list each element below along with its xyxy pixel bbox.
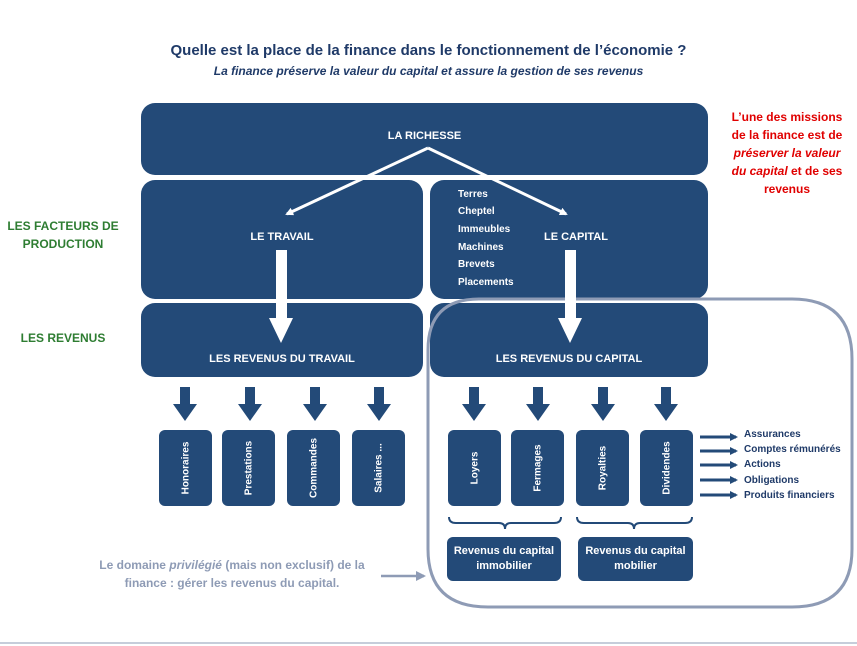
capital-label: LE CAPITAL [544,231,608,243]
category-prestations: Prestations [222,430,275,506]
arrow-down [591,387,615,421]
red-note-line2: de la finance est de [731,128,843,142]
arrow-richesse-capital [427,146,568,216]
arrow-capital-revenus [558,250,582,343]
red-note: L’une des missions de la finance est de … [720,108,854,198]
category-royalties: Royalties [576,430,629,506]
page-subtitle: La finance préserve la valeur du capital… [213,64,644,78]
domain-note: Le domaine privilégié (mais non exclusif… [82,556,382,592]
label-facteurs-line2: PRODUCTION [22,237,104,251]
capital-item: Cheptel [458,206,495,217]
page-title: Quelle est la place de la finance dans l… [170,42,687,59]
brace-immobilier [448,516,562,530]
red-note-line1: L’une des missions [731,110,843,124]
capital-item: Terres [458,189,488,200]
domain-note-italic: privilégié [169,558,222,572]
arrow-down [526,387,550,421]
red-note-line3: préserver la valeur [733,146,841,160]
label-revenus: LES REVENUS [20,331,106,345]
arrow-down [173,387,197,421]
arrow-down [462,387,486,421]
brace-mobilier [576,516,693,530]
richesse-label: LA RICHESSE [387,130,462,142]
red-note-line4-rest: et de ses [787,164,843,178]
mobilier-line1: Revenus du capital [585,545,686,557]
mobilier-line2: mobilier [614,560,657,572]
revenus-travail-label: LES REVENUS DU TRAVAIL [209,353,355,365]
arrows-down [173,387,678,421]
red-note-line5: revenus [763,182,811,196]
box-richesse: LA RICHESSE [141,103,708,175]
domain-note-part1: Le domaine [99,558,170,572]
category-fermages: Fermages [511,430,564,506]
financial-product: Produits financiers [744,490,835,501]
revenus-capital-label: LES REVENUS DU CAPITAL [495,353,643,365]
domain-note-part2: (mais non exclusif) de la [221,558,365,572]
capital-item: Brevets [458,259,495,270]
arrow-down [654,387,678,421]
travail-label: LE TRAVAIL [250,231,314,243]
financial-product: Comptes rémunérés [744,444,841,455]
financial-product: Obligations [744,475,799,486]
arrow-richesse-travail [285,146,429,216]
capital-domain-outline [426,297,854,609]
category-loyers: Loyers [448,430,501,506]
capital-item: Placements [458,277,514,288]
financial-product: Actions [744,459,781,470]
category-dividendes: Dividendes [640,430,693,506]
box-revenus-mobilier: Revenus du capital mobilier [578,537,693,581]
capital-item: Immeubles [458,224,511,235]
immobilier-line1: Revenus du capital [453,545,555,557]
label-facteurs-production: LES FACTEURS DE PRODUCTION [4,219,122,251]
arrow-down [238,387,262,421]
label-facteurs-line1: LES FACTEURS DE [7,219,119,233]
arrow-down [303,387,327,421]
red-note-line4-italic: du capital [731,164,788,178]
box-revenus-immobilier: Revenus du capital immobilier [447,537,561,581]
arrows-products [700,433,738,499]
immobilier-line2: immobilier [476,560,532,572]
category-commandes: Commandes [287,430,340,506]
arrow-travail-revenus [269,250,293,343]
category-salaires: Salaires ... [352,430,405,506]
financial-product: Assurances [744,429,801,440]
capital-item: Machines [458,242,504,253]
category-honoraires: Honoraires [159,430,212,506]
domain-note-line2: finance : gérer les revenus du capital. [124,576,340,590]
arrow-down [367,387,391,421]
